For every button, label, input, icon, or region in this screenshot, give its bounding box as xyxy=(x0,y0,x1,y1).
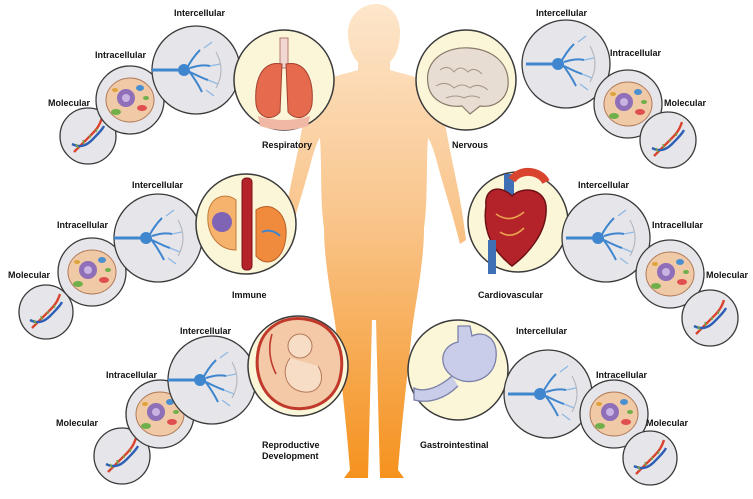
label-intercellular: Intercellular xyxy=(180,326,231,336)
label-reproductive: Reproductive xyxy=(262,440,320,450)
label-cardiovascular: Cardiovascular xyxy=(478,290,543,300)
cell-icon xyxy=(604,82,652,126)
label-molecular: Molecular xyxy=(664,98,706,108)
label-intercellular: Intercellular xyxy=(578,180,629,190)
label-intracellular: Intracellular xyxy=(652,220,703,230)
label-development: Development xyxy=(262,451,319,461)
molecular-circle xyxy=(640,112,696,168)
label-nervous: Nervous xyxy=(452,140,488,150)
label-respiratory: Respiratory xyxy=(262,140,312,150)
label-molecular: Molecular xyxy=(48,98,90,108)
label-intracellular: Intracellular xyxy=(95,50,146,60)
label-intracellular: Intracellular xyxy=(610,48,661,58)
label-intracellular: Intracellular xyxy=(57,220,108,230)
cell-icon xyxy=(68,250,116,294)
label-intracellular: Intracellular xyxy=(106,370,157,380)
label-immune: Immune xyxy=(232,290,267,300)
label-intercellular: Intercellular xyxy=(536,8,587,18)
molecular-circle xyxy=(623,431,677,485)
label-intercellular: Intercellular xyxy=(174,8,225,18)
fetus-icon xyxy=(257,318,342,408)
label-molecular: Molecular xyxy=(56,418,98,428)
label-molecular: Molecular xyxy=(646,418,688,428)
label-molecular: Molecular xyxy=(8,270,50,280)
molecular-circle xyxy=(682,290,738,346)
label-gastrointestinal: Gastrointestinal xyxy=(420,440,489,450)
gastrointestinal-scale-group xyxy=(408,320,677,485)
cell-icon xyxy=(646,252,694,296)
label-molecular: Molecular xyxy=(706,270,748,280)
label-intracellular: Intracellular xyxy=(596,370,647,380)
label-intercellular: Intercellular xyxy=(132,180,183,190)
cell-icon xyxy=(106,78,154,122)
label-intercellular: Intercellular xyxy=(516,326,567,336)
cell-icon xyxy=(590,392,638,436)
cardiovascular-scale-group xyxy=(468,172,738,346)
immune-scale-group xyxy=(19,174,296,339)
